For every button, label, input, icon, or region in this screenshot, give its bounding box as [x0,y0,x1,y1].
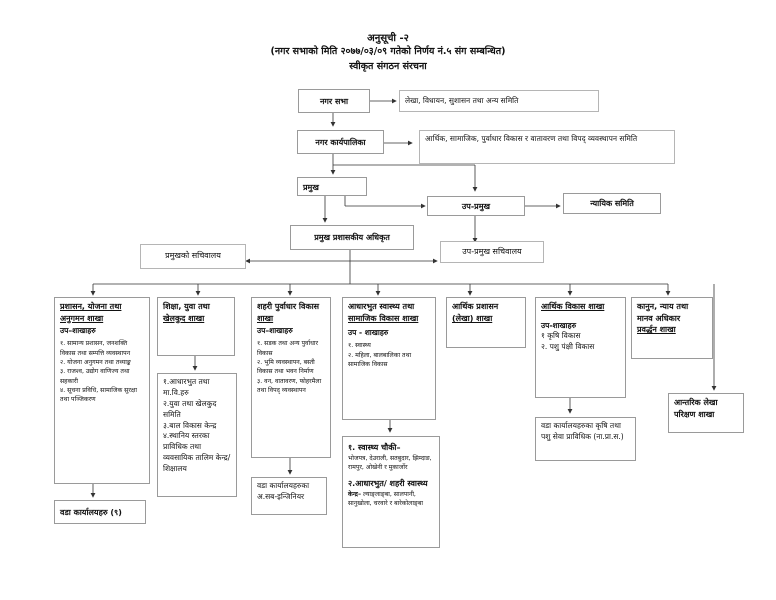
cao-box: प्रमुख प्रशासकीय अधिकृत [290,225,414,250]
upa-pramukh-box: उप-प्रमुख [427,196,525,216]
health-posts-list: भोजपत्र, देउराली, सतबुदार, झिम्दाङ, रामप… [348,454,432,471]
law-branch-title-1: कानुन, न्याय तथा [637,302,689,311]
ward-offices-box: वडा कार्यालयहरु (९) [54,500,146,524]
admin-subbranch-item: ४. सूचना प्रविधि, सामाजिक सुरक्षा तथा पञ… [60,386,137,404]
upa-sachivalaya-label: उप-प्रमुख सचिवालय [462,247,522,256]
admin-subbranch-heading: उप–शाखाहरु [60,326,96,336]
education-unit-item: २.युवा तथा खेलकुद समिति [163,398,217,419]
infra-subbranch-item: ३. वन, वातावरण, फोहरमैला तथा विपद् व्यवस… [257,377,322,394]
infra-ward-engineer-text: वडा कार्यालयहरुका अ.सब-इन्जिनियर [257,481,310,501]
health-centers-title: २.आधारभुत/ शहरी स्वास्थ्य [348,479,428,489]
upa-pramukh-label: उप-प्रमुख [461,202,491,211]
infra-branch-box: शहरी पुर्वाधार विकास शाखा उप–शाखाहरु १. … [251,297,331,458]
infra-subbranch-item: १. सडक तथा अन्य पुर्वाधार विकास [257,340,319,357]
education-unit-item: ३.बाल विकास केन्द्र [163,420,217,430]
audit-branch-box: आन्तरिक लेखा परिक्षण शाखा [668,393,744,433]
pramukh-sachivalaya-box: प्रमुखको सचिवालय [140,244,246,269]
finance-branch-box: आर्थिक प्रशासन (लेखा) शाखा [446,297,526,348]
law-branch-title-2: मानव अधिकार [637,313,681,323]
nyayik-samiti-box: न्यायिक समिति [563,193,661,214]
health-posts-title: १. स्वास्थ्य चौकी– [348,443,401,452]
audit-branch-title-2: परिक्षण शाखा [674,409,715,419]
education-unit-item: ४.स्थानिय स्तरका प्राविधिक तथा व्यवसायिक… [163,431,231,473]
economic-ward-tech-text: वडा कार्यालयहरुका कृषि तथा पशु सेवा प्रा… [541,421,624,441]
admin-branch-box: प्रशासन, योजना तथा अनुगमन शाखा उप–शाखाहर… [54,297,150,484]
cao-label: प्रमुख प्रशासकीय अधिकृत [314,233,390,242]
health-branch-title-2: सामाजिक विकास शाखा [348,313,419,323]
law-branch-box: कानुन, न्याय तथा मानव अधिकार प्रवर्द्धन … [631,297,713,359]
health-subbranch-item: २. महिला, बालबालिका तथा सामाजिक विकास [348,351,412,368]
doc-heading-annex: अनुसूची -२ [367,33,409,44]
doc-heading-reference: (नगर सभाको मिति २०७७/०३/०९ गतेको निर्णय … [270,46,506,57]
nagar-sabha-committees-text: लेखा, विधायन, सुशासन तथा अन्य समिति [405,96,519,105]
economic-subbranch-heading: उप-शाखाहरु [541,320,577,330]
health-subbranch-item: १. स्वास्थ्य [348,342,371,350]
economic-branch-title: आर्थिक विकास शाखा [541,302,605,311]
health-subbranch-heading: उप - शाखाहरु [348,328,389,338]
nagar-sabha-box: नगर सभा [298,89,370,113]
health-branch-title-1: आधारभुत स्वास्थ्य तथा [348,302,415,311]
economic-branch-box: आर्थिक विकास शाखा उप-शाखाहरु १ कृषि विका… [535,297,626,398]
economic-subbranch-item: २. पशु पंक्षी विकास [541,341,595,351]
infra-subbranch-item: २. भुमि व्यवस्थापन, बस्ती विकास तथा भवन … [257,358,315,376]
finance-branch-title-2: (लेखा) शाखा [452,313,493,323]
education-branch-title-1: शिक्षा, युवा तथा [163,302,210,311]
education-units-box: १.आधारभुत तथा मा.वि.हरु २.युवा तथा खेलकु… [157,373,237,497]
admin-subbranch-item: १. सामान्य प्रशासन, जनशक्ति विकास तथा सम… [60,340,131,357]
education-branch-box: शिक्षा, युवा तथा खेलकुद शाखा [157,297,235,356]
karyapalika-box: नगर कार्यपालिका [297,130,384,154]
education-branch-title-2: खेलकुद शाखा [163,313,205,323]
pramukh-box: प्रमुख [297,177,367,196]
nagar-sabha-committees: लेखा, विधायन, सुशासन तथा अन्य समिति [399,90,599,112]
admin-branch-title-2: अनुगमन शाखा [60,313,104,323]
infra-ward-engineer-box: वडा कार्यालयहरुका अ.सब-इन्जिनियर [251,477,327,515]
education-unit-item: १.आधारभुत तथा मा.वि.हरु [163,377,210,397]
health-posts-box: १. स्वास्थ्य चौकी– भोजपत्र, देउराली, सतब… [342,436,440,548]
admin-subbranch-item: ३. राजश्व, उद्योग वाणिज्य तथा सहकारी [60,368,130,385]
pramukh-label: प्रमुख [303,183,319,192]
nagar-sabha-label: नगर सभा [319,97,349,106]
finance-branch-title-1: आर्थिक प्रशासन [452,302,499,311]
karyapalika-committees-text: आर्थिक, सामाजिक, पुर्वाधार विकास र वाताव… [425,134,638,143]
audit-branch-title-1: आन्तरिक लेखा [674,398,718,407]
economic-subbranch-item: १ कृषि विकास [541,330,581,340]
infra-subbranch-heading: उप–शाखाहरु [257,326,293,336]
doc-heading-title: स्वीकृत संगठन संरचना [349,61,427,72]
infra-branch-title-2: शाखा [257,313,274,323]
health-centers-list: ल्याङ्लाङ्बा, सालपानी, सानुखोला, चरवारे … [348,490,424,508]
karyapalika-committees: आर्थिक, सामाजिक, पुर्वाधार विकास र वाताव… [419,130,675,164]
health-branch-box: आधारभुत स्वास्थ्य तथा सामाजिक विकास शाखा… [342,297,436,420]
economic-ward-tech-box: वडा कार्यालयहरुका कृषि तथा पशु सेवा प्रा… [535,417,636,461]
admin-subbranch-item: २. योजना अनुगमन तथा तथ्याङ्क [60,358,131,366]
nyayik-samiti-label: न्यायिक समिति [590,199,634,208]
pramukh-sachivalaya-label: प्रमुखको सचिवालय [165,251,221,260]
infra-branch-title-1: शहरी पुर्वाधार विकास [257,302,320,311]
upa-sachivalaya-box: उप-प्रमुख सचिवालय [440,241,544,263]
law-branch-title-3: प्रवर्द्धन शाखा [637,325,676,335]
admin-branch-title-1: प्रशासन, योजना तथा [60,302,122,311]
karyapalika-label: नगर कार्यपालिका [315,138,366,147]
health-centers-label: केन्द्र– [348,490,362,498]
ward-offices-label: वडा कार्यालयहरु (९) [60,508,122,517]
